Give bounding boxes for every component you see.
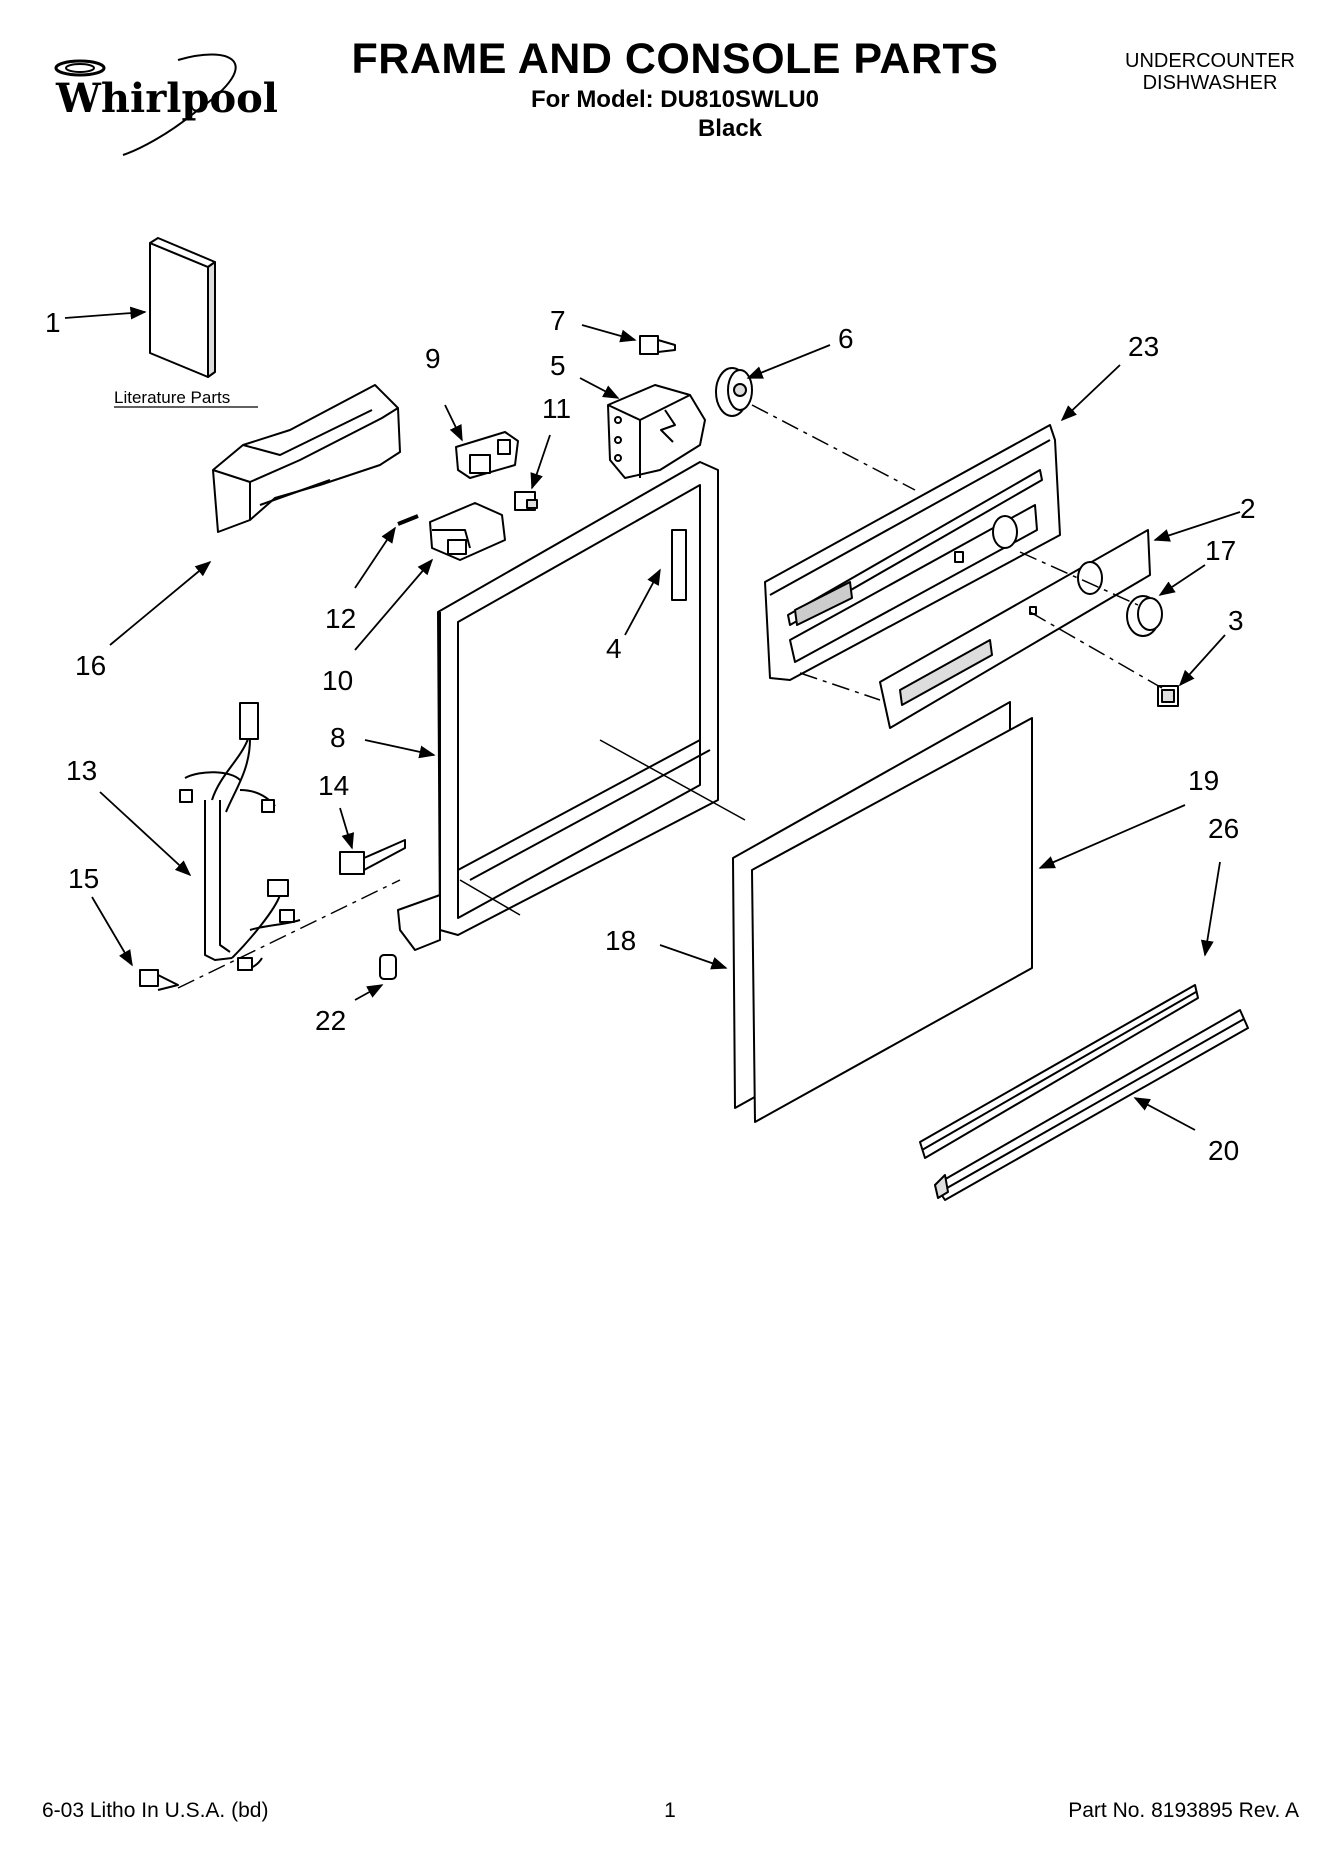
brand-wordmark: Whirlpool [55, 75, 278, 122]
part-clip [379, 954, 397, 980]
callout-7: 7 [550, 305, 566, 336]
part-sensor [339, 839, 406, 875]
color-label: Black [697, 115, 763, 142]
callout-1: 1 [45, 307, 61, 338]
footer-part-number: Part No. 8193895 Rev. A [1068, 1799, 1299, 1822]
page-title: FRAME AND CONSOLE PARTS [351, 35, 999, 83]
callout-19: 19 [1188, 765, 1219, 796]
callout-11: 11 [542, 393, 571, 424]
callout-18: 18 [605, 925, 636, 956]
footer-print-info: 6-03 Litho In U.S.A. (bd) [42, 1799, 269, 1822]
alignment-lines [177, 404, 1163, 989]
model-line: For Model: DU810SWLU0 [530, 86, 820, 113]
part-timer [607, 384, 706, 479]
callout-16: 16 [75, 650, 106, 681]
part-timer-knob [715, 367, 753, 417]
whirlpool-logo: Whirlpool [28, 50, 278, 160]
callout-20: 20 [1208, 1135, 1239, 1166]
part-knob [1126, 595, 1163, 637]
callout-9: 9 [425, 343, 441, 374]
callout-17: 17 [1205, 535, 1236, 566]
part-mounting-screw [139, 969, 179, 991]
callout-15: 15 [68, 863, 99, 894]
part-console-panel [764, 424, 1061, 681]
callout-14: 14 [318, 770, 349, 801]
part-wire-harness [179, 702, 301, 971]
part-switch [514, 491, 538, 511]
part-latch [455, 431, 519, 479]
callout-26: 26 [1208, 813, 1239, 844]
part-button [1157, 685, 1179, 707]
part-door-panel-inner [751, 717, 1033, 1123]
callout-4: 4 [606, 633, 622, 664]
callout-13: 13 [66, 755, 97, 786]
callout-23: 23 [1128, 331, 1159, 362]
part-trim-strip [919, 984, 1199, 1159]
leader-lines [459, 739, 746, 916]
callout-arrows [64, 306, 1241, 1131]
product-line-2: DISHWASHER [1142, 72, 1278, 94]
footer-page-number: 1 [664, 1799, 676, 1822]
callout-3: 3 [1228, 605, 1244, 636]
callout-6: 6 [838, 323, 854, 354]
part-bottom-trim [934, 1009, 1249, 1201]
part-console-shield [212, 384, 401, 533]
callout-22: 22 [315, 1005, 346, 1036]
callout-5: 5 [550, 350, 566, 381]
part-screw [639, 335, 676, 355]
part-literature-booklet [149, 237, 216, 378]
callout-8: 8 [330, 722, 346, 753]
whirlpool-swirl-icon: Whirlpool [54, 53, 278, 156]
callout-2: 2 [1240, 493, 1256, 524]
literature-parts-label: Literature Parts [114, 388, 230, 407]
part-latch-housing [429, 502, 506, 561]
product-line-1: UNDERCOUNTER [1125, 50, 1295, 72]
callout-10: 10 [322, 665, 353, 696]
part-pin [397, 514, 419, 526]
callout-12: 12 [325, 603, 356, 634]
product-type: UNDERCOUNTER DISHWASHER [1090, 50, 1330, 94]
